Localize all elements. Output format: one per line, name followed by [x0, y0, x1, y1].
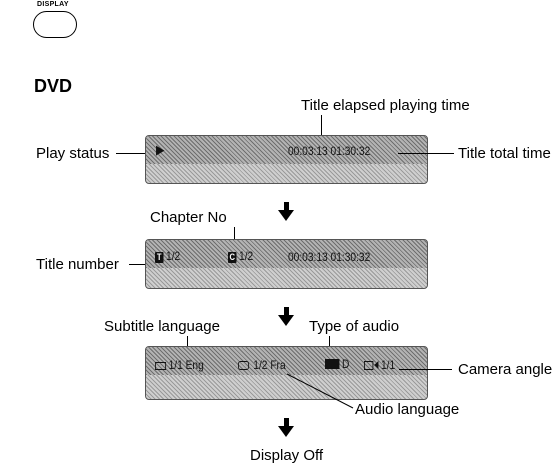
play-icon: ▶: [156, 142, 165, 157]
label-camera-angle: Camera angle: [458, 361, 553, 378]
label-title-total: Title total time: [458, 145, 551, 162]
osd-panel-audio: 1/1 Eng 1/2 Fra D 1/1: [145, 346, 428, 400]
camera-angle-icon: [364, 361, 374, 370]
label-title-number: Title number: [36, 256, 119, 273]
label-subtitle-language: Subtitle language: [104, 318, 220, 335]
dolby-icon: [325, 359, 340, 369]
leader-title-number: [129, 264, 155, 265]
osd-audio-type: D: [342, 357, 350, 371]
osd-subtitle: 1/1 Eng: [168, 358, 204, 372]
leader-title-total: [398, 153, 454, 154]
label-type-of-audio: Type of audio: [309, 318, 400, 335]
leader-audio-language: [286, 373, 354, 409]
arrow-down-icon: [284, 418, 289, 427]
display-button-caption: DISPLAY: [37, 1, 69, 8]
chapter-icon: C: [228, 252, 237, 263]
label-chapter-no: Chapter No: [150, 209, 227, 226]
osd-audio-language: 1/2 Fra: [253, 358, 286, 372]
label-audio-language: Audio language: [355, 401, 460, 418]
arrow-down-icon: [284, 202, 289, 211]
audio-icon: [238, 361, 250, 370]
osd-chapter-number: 1/2: [239, 249, 254, 263]
arrow-down-icon: [284, 307, 289, 316]
osd-camera-angle: 1/1: [381, 358, 396, 372]
display-button[interactable]: [33, 11, 77, 38]
title-icon: T: [155, 252, 164, 263]
osd-time: 00:03:13 01:30:32: [288, 144, 371, 158]
osd-time: 00:03:13 01:30:32: [288, 250, 371, 264]
leader-title-elapsed: [321, 115, 322, 146]
label-play-status: Play status: [36, 145, 110, 162]
subtitle-icon: [155, 362, 167, 370]
osd-panel-play: ▶ 00:03:13 01:30:32: [145, 135, 428, 184]
osd-title-number: 1/2: [166, 249, 181, 263]
leader-play-status: [116, 153, 148, 154]
page-title: DVD: [34, 76, 73, 96]
leader-camera-angle: [399, 369, 452, 370]
label-title-elapsed: Title elapsed playing time: [301, 97, 470, 114]
label-display-off: Display Off: [250, 447, 324, 464]
